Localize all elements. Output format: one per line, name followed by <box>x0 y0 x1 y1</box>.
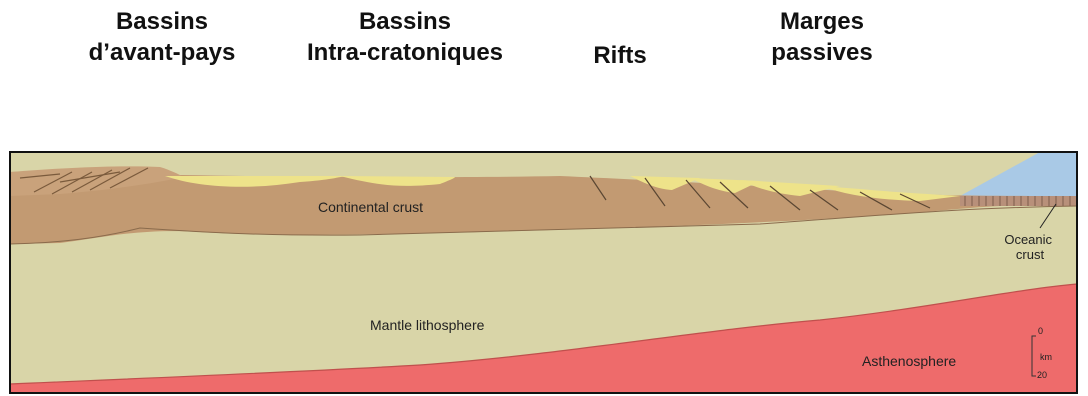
asthenosphere-label: Asthenosphere <box>862 353 956 369</box>
mantle-lithosphere-label: Mantle lithosphere <box>370 317 485 333</box>
oceanic-crust-strip <box>960 196 1077 206</box>
scale-bottom-label: 20 <box>1037 370 1047 380</box>
oceanic-crust-label-line2: crust <box>1016 247 1045 262</box>
oceanic-crust-label-line1: Oceanic <box>1004 232 1052 247</box>
continental-crust-label: Continental crust <box>318 199 423 215</box>
scale-top-label: 0 <box>1038 326 1043 336</box>
scale-unit-label: km <box>1040 352 1052 362</box>
